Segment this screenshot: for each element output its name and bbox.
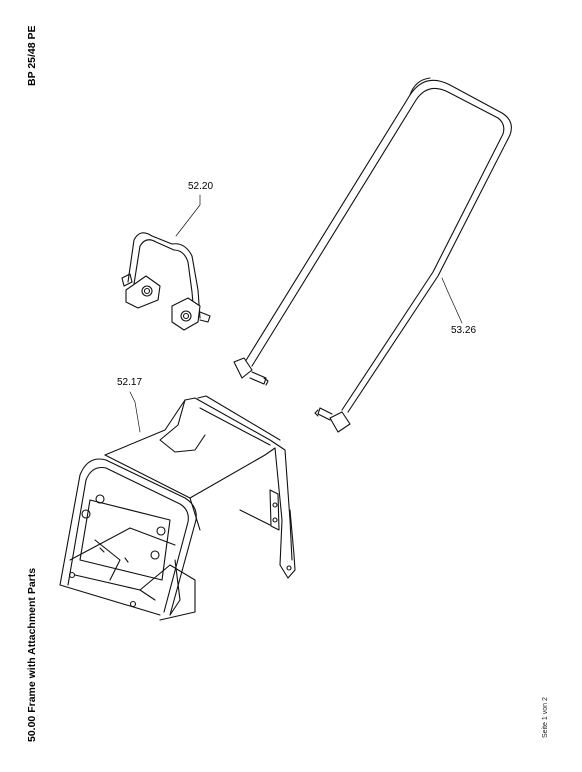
handle-bar-drawing — [233, 77, 512, 433]
bracket-drawing — [121, 232, 211, 331]
callout-frame: 52.17 — [117, 377, 143, 388]
frame-drawing — [59, 395, 296, 621]
leader-lines — [129, 194, 463, 433]
callout-bracket: 52.20 — [188, 181, 214, 192]
callout-handle: 53.26 — [451, 325, 477, 336]
